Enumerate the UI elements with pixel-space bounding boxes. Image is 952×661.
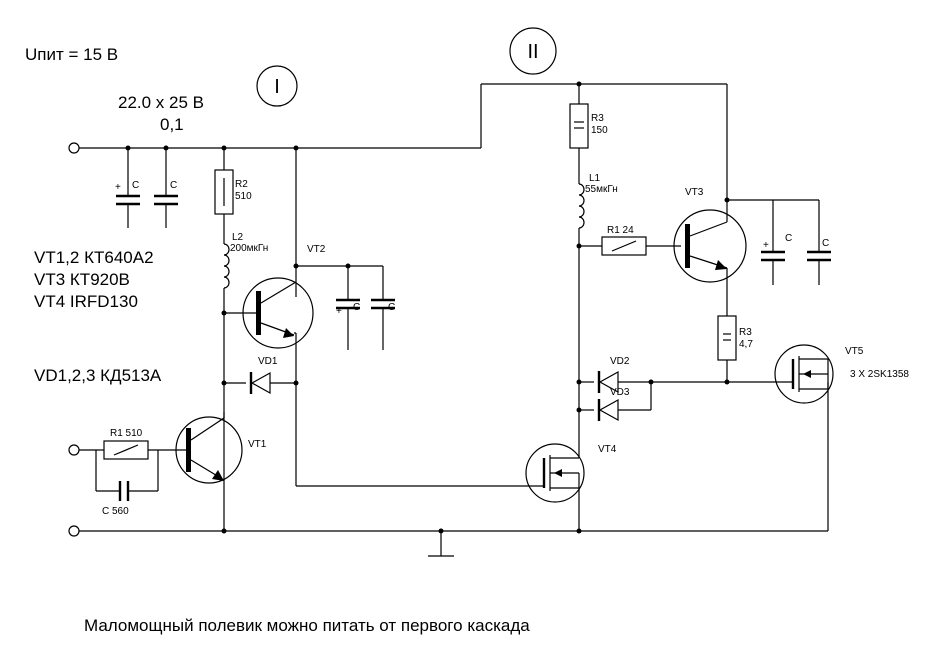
vd1-label: VD1 xyxy=(258,356,278,367)
cap-label: C xyxy=(822,238,829,249)
vt2-label: VT2 xyxy=(307,244,326,255)
l2-label: L2 xyxy=(232,232,244,243)
diodes-note: VD1,2,3 КД513А xyxy=(34,366,162,385)
component-labels: + C C R2 510 L2 200мкГн VT2 + C C VD1 R1… xyxy=(102,113,909,517)
junction-dots xyxy=(125,81,730,534)
mosfet-vt4 xyxy=(525,443,585,503)
cap-label: C xyxy=(132,180,139,191)
resistors xyxy=(103,103,737,460)
capacitors xyxy=(116,194,831,501)
stage-markers: I II xyxy=(256,27,557,107)
terminals xyxy=(68,142,80,537)
cap-plus-label: + xyxy=(763,240,769,251)
transistors-12-note: VT1,2 КТ640А2 xyxy=(34,248,154,267)
transistor-vt2 xyxy=(242,277,314,349)
ground-terminal xyxy=(68,525,80,537)
vt3-label: VT3 xyxy=(685,187,704,198)
c-input-label: C 560 xyxy=(102,506,129,517)
r2-label: R2 xyxy=(235,179,248,190)
l2-value: 200мкГн xyxy=(230,243,268,254)
input-terminal xyxy=(68,444,80,456)
diodes xyxy=(249,370,619,422)
cap-plus-label: + xyxy=(336,306,342,317)
vd2-label: VD2 xyxy=(610,356,630,367)
vt4-label: VT4 xyxy=(598,444,617,455)
cap-label: C xyxy=(785,233,792,244)
l1-label: L1 xyxy=(589,173,601,184)
r1-middle-label: R1 24 xyxy=(607,225,634,236)
supply-voltage-note: Uпит = 15 В xyxy=(25,45,118,64)
wires xyxy=(78,83,829,557)
r3-top-value: 150 xyxy=(591,125,608,136)
r2-value: 510 xyxy=(235,191,252,202)
transistor-vt3 xyxy=(673,209,747,283)
mosfet-vt5 xyxy=(774,344,834,404)
transistor-vt1 xyxy=(175,412,243,484)
vd3-label: VD3 xyxy=(610,387,630,398)
supply-terminal xyxy=(68,142,80,154)
cap-plus-label: + xyxy=(115,182,121,193)
stage-two-label: II xyxy=(527,41,538,63)
r3-bottom-label: R3 xyxy=(739,327,752,338)
notes: Uпит = 15 В 22.0 x 25 В 0,1 VT1,2 КТ640А… xyxy=(25,45,530,635)
r3-bottom-value: 4,7 xyxy=(739,339,753,350)
inductors xyxy=(223,183,585,289)
cap-label: C xyxy=(388,302,395,313)
stage-one-label: I xyxy=(274,76,280,98)
cap-label: C xyxy=(170,180,177,191)
r3-top-label: R3 xyxy=(591,113,604,124)
r1-input-label: R1 510 xyxy=(110,428,143,439)
vt5-label: VT5 xyxy=(845,346,864,357)
inductor-value-note: 0,1 xyxy=(160,115,184,134)
l1-value: 55мкГн xyxy=(585,184,618,195)
vt5-part-label: 3 X 2SK1358 xyxy=(850,369,909,380)
inductor-core-note: 22.0 x 25 В xyxy=(118,93,204,112)
transistor-4-note: VT4 IRFD130 xyxy=(34,292,138,311)
vt1-label: VT1 xyxy=(248,439,267,450)
transistor-3-note: VT3 КТ920В xyxy=(34,270,130,289)
cap-label: C xyxy=(353,302,360,313)
caption: Маломощный полевик можно питать от перво… xyxy=(84,616,530,635)
